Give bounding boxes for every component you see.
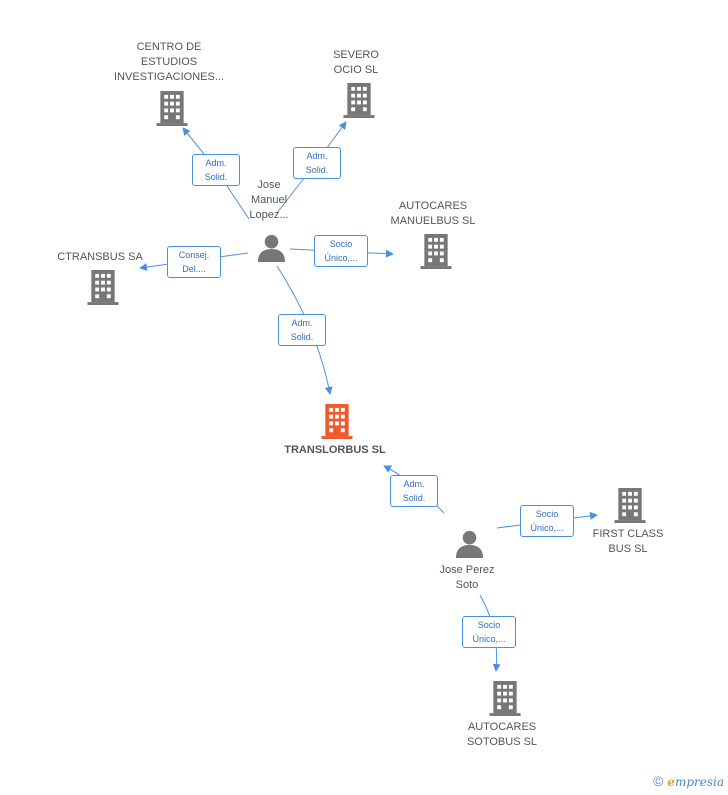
brand-name: mpresia [674, 775, 724, 789]
building-icon[interactable] [87, 270, 119, 305]
node-label-translorbus[interactable]: TRANSLORBUS SL [284, 444, 386, 456]
building-icon[interactable] [614, 488, 646, 523]
node-label-jose-manuel[interactable]: Jose Manuel Lopez... [249, 179, 289, 221]
edge-label-jm-severo[interactable]: Adm. Solid. [293, 147, 341, 179]
node-label-jose-perez[interactable]: Jose Perez Soto [439, 564, 495, 591]
person-icon[interactable] [455, 530, 484, 558]
brand-initial: e [667, 775, 675, 789]
edge-label-jm-manuelbus[interactable]: Socio Único,... [314, 235, 368, 267]
node-label-autocares-manuelbus[interactable]: AUTOCARES MANUELBUS SL [390, 200, 476, 227]
node-label-autocares-sotobus[interactable]: AUTOCARES SOTOBUS SL [466, 721, 538, 748]
edge-label-jp-sotobus[interactable]: Socio Único,... [462, 616, 516, 648]
edge-label-jp-translorbus[interactable]: Adm. Solid. [390, 475, 438, 507]
node-label-centro[interactable]: CENTRO DE ESTUDIOS INVESTIGACIONES... [113, 41, 225, 83]
edge-label-jm-centro[interactable]: Adm. Solid. [192, 154, 240, 186]
building-main-icon[interactable] [321, 404, 353, 439]
node-label-severo[interactable]: SEVERO OCIO SL [333, 49, 379, 76]
node-label-ctransbus[interactable]: CTRANSBUS SA [57, 251, 143, 263]
building-icon[interactable] [343, 83, 375, 118]
building-icon[interactable] [420, 234, 452, 269]
node-label-first-class[interactable]: FIRST CLASS BUS SL [592, 528, 664, 555]
edges [139, 121, 598, 672]
edge-label-jm-ctransbus[interactable]: Consej. Del.... [167, 246, 221, 278]
footer-brand[interactable]: ©empresia [653, 773, 724, 789]
person-icon[interactable] [257, 234, 286, 262]
building-icon[interactable] [489, 681, 521, 716]
building-icon[interactable] [156, 91, 188, 126]
edge-label-jm-translorbus[interactable]: Adm. Solid. [278, 314, 326, 346]
copyright-icon: © [652, 773, 664, 789]
edge-label-jp-firstclass[interactable]: Socio Único,... [520, 505, 574, 537]
